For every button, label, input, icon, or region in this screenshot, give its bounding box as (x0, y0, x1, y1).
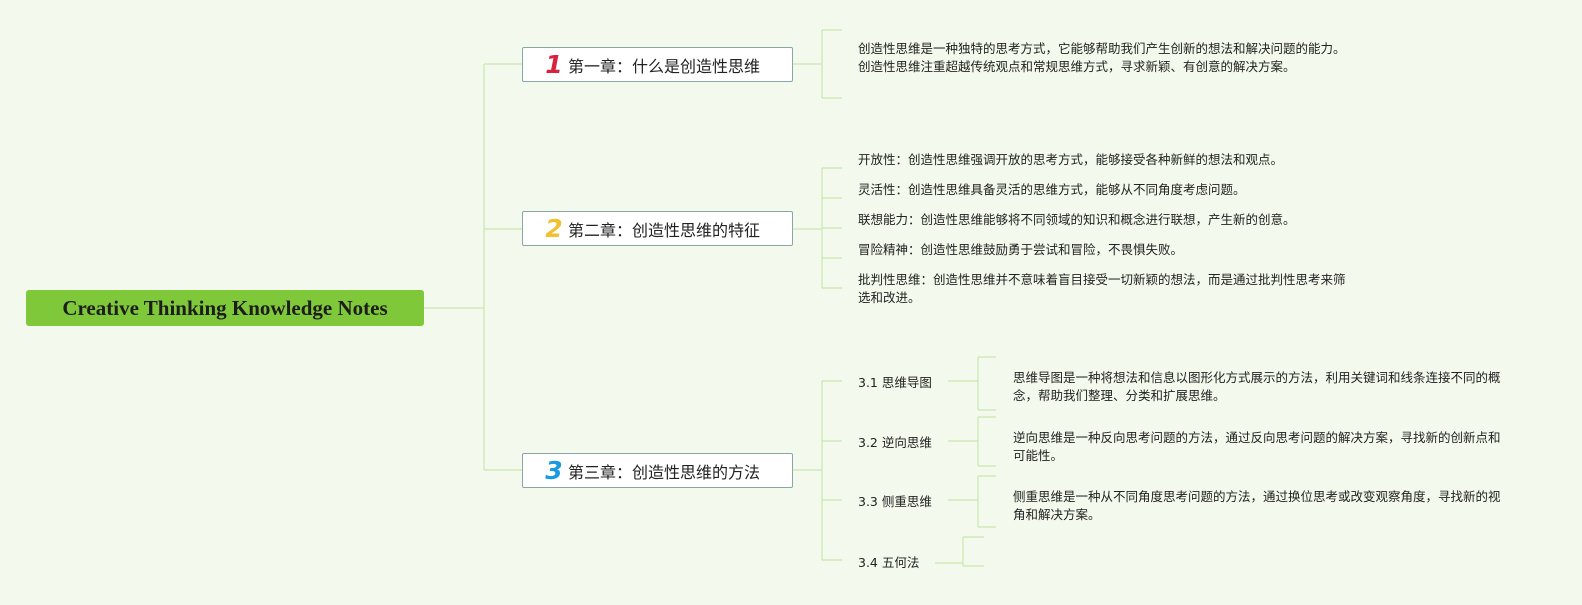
method-mind-map-note[interactable]: 思维导图是一种将想法和信息以图形化方式展示的方法，利用关键词和线条连接不同的概念… (1013, 370, 1501, 403)
method-reverse-thinking[interactable]: 3.2 逆向思维 (858, 435, 932, 450)
method-lateral-thinking-note[interactable]: 侧重思维是一种从不同角度思考问题的方法，通过换位思考或改变观察角度，寻找新的视角… (1013, 489, 1501, 522)
method-mind-map[interactable]: 3.1 思维导图 (858, 375, 932, 390)
feature-association[interactable]: 联想能力：创造性思维能够将不同领域的知识和概念进行联想，产生新的创意。 (858, 212, 1296, 227)
chapter-1-title: 第一章：什么是创造性思维 (568, 56, 761, 76)
chapter-2-title: 第二章：创造性思维的特征 (568, 220, 761, 240)
chapter-1-number-icon: 1 (545, 50, 563, 79)
feature-openness[interactable]: 开放性：创造性思维强调开放的思考方式，能够接受各种新鲜的想法和观点。 (858, 152, 1284, 167)
chapter-3-title: 第三章：创造性思维的方法 (568, 462, 761, 482)
method-reverse-thinking-note[interactable]: 逆向思维是一种反向思考问题的方法，通过反向思考问题的解决方案，寻找新的创新点和可… (1013, 430, 1501, 463)
root-topic[interactable]: Creative Thinking Knowledge Notes (26, 290, 424, 326)
chapter-3-topic[interactable]: 3 第三章：创造性思维的方法 (522, 453, 793, 488)
chapter-1-note[interactable]: 创造性思维是一种独特的思考方式，它能够帮助我们产生创新的想法和解决问题的能力。创… (858, 41, 1346, 74)
chapter-2-number-icon: 2 (545, 214, 563, 243)
method-lateral-thinking[interactable]: 3.3 侧重思维 (858, 494, 932, 509)
chapter-3-number-icon: 3 (545, 456, 563, 485)
feature-flexibility[interactable]: 灵活性：创造性思维具备灵活的思维方式，能够从不同角度考虑问题。 (858, 182, 1246, 197)
feature-critical-thinking[interactable]: 批判性思维：创造性思维并不意味着盲目接受一切新颖的想法，而是通过批判性思考来筛选… (858, 272, 1346, 305)
feature-adventure[interactable]: 冒险精神：创造性思维鼓励勇于尝试和冒险，不畏惧失败。 (858, 242, 1184, 257)
chapter-1-topic[interactable]: 1 第一章：什么是创造性思维 (522, 47, 793, 82)
method-five-w[interactable]: 3.4 五何法 (858, 555, 920, 570)
chapter-2-topic[interactable]: 2 第二章：创造性思维的特征 (522, 211, 793, 246)
